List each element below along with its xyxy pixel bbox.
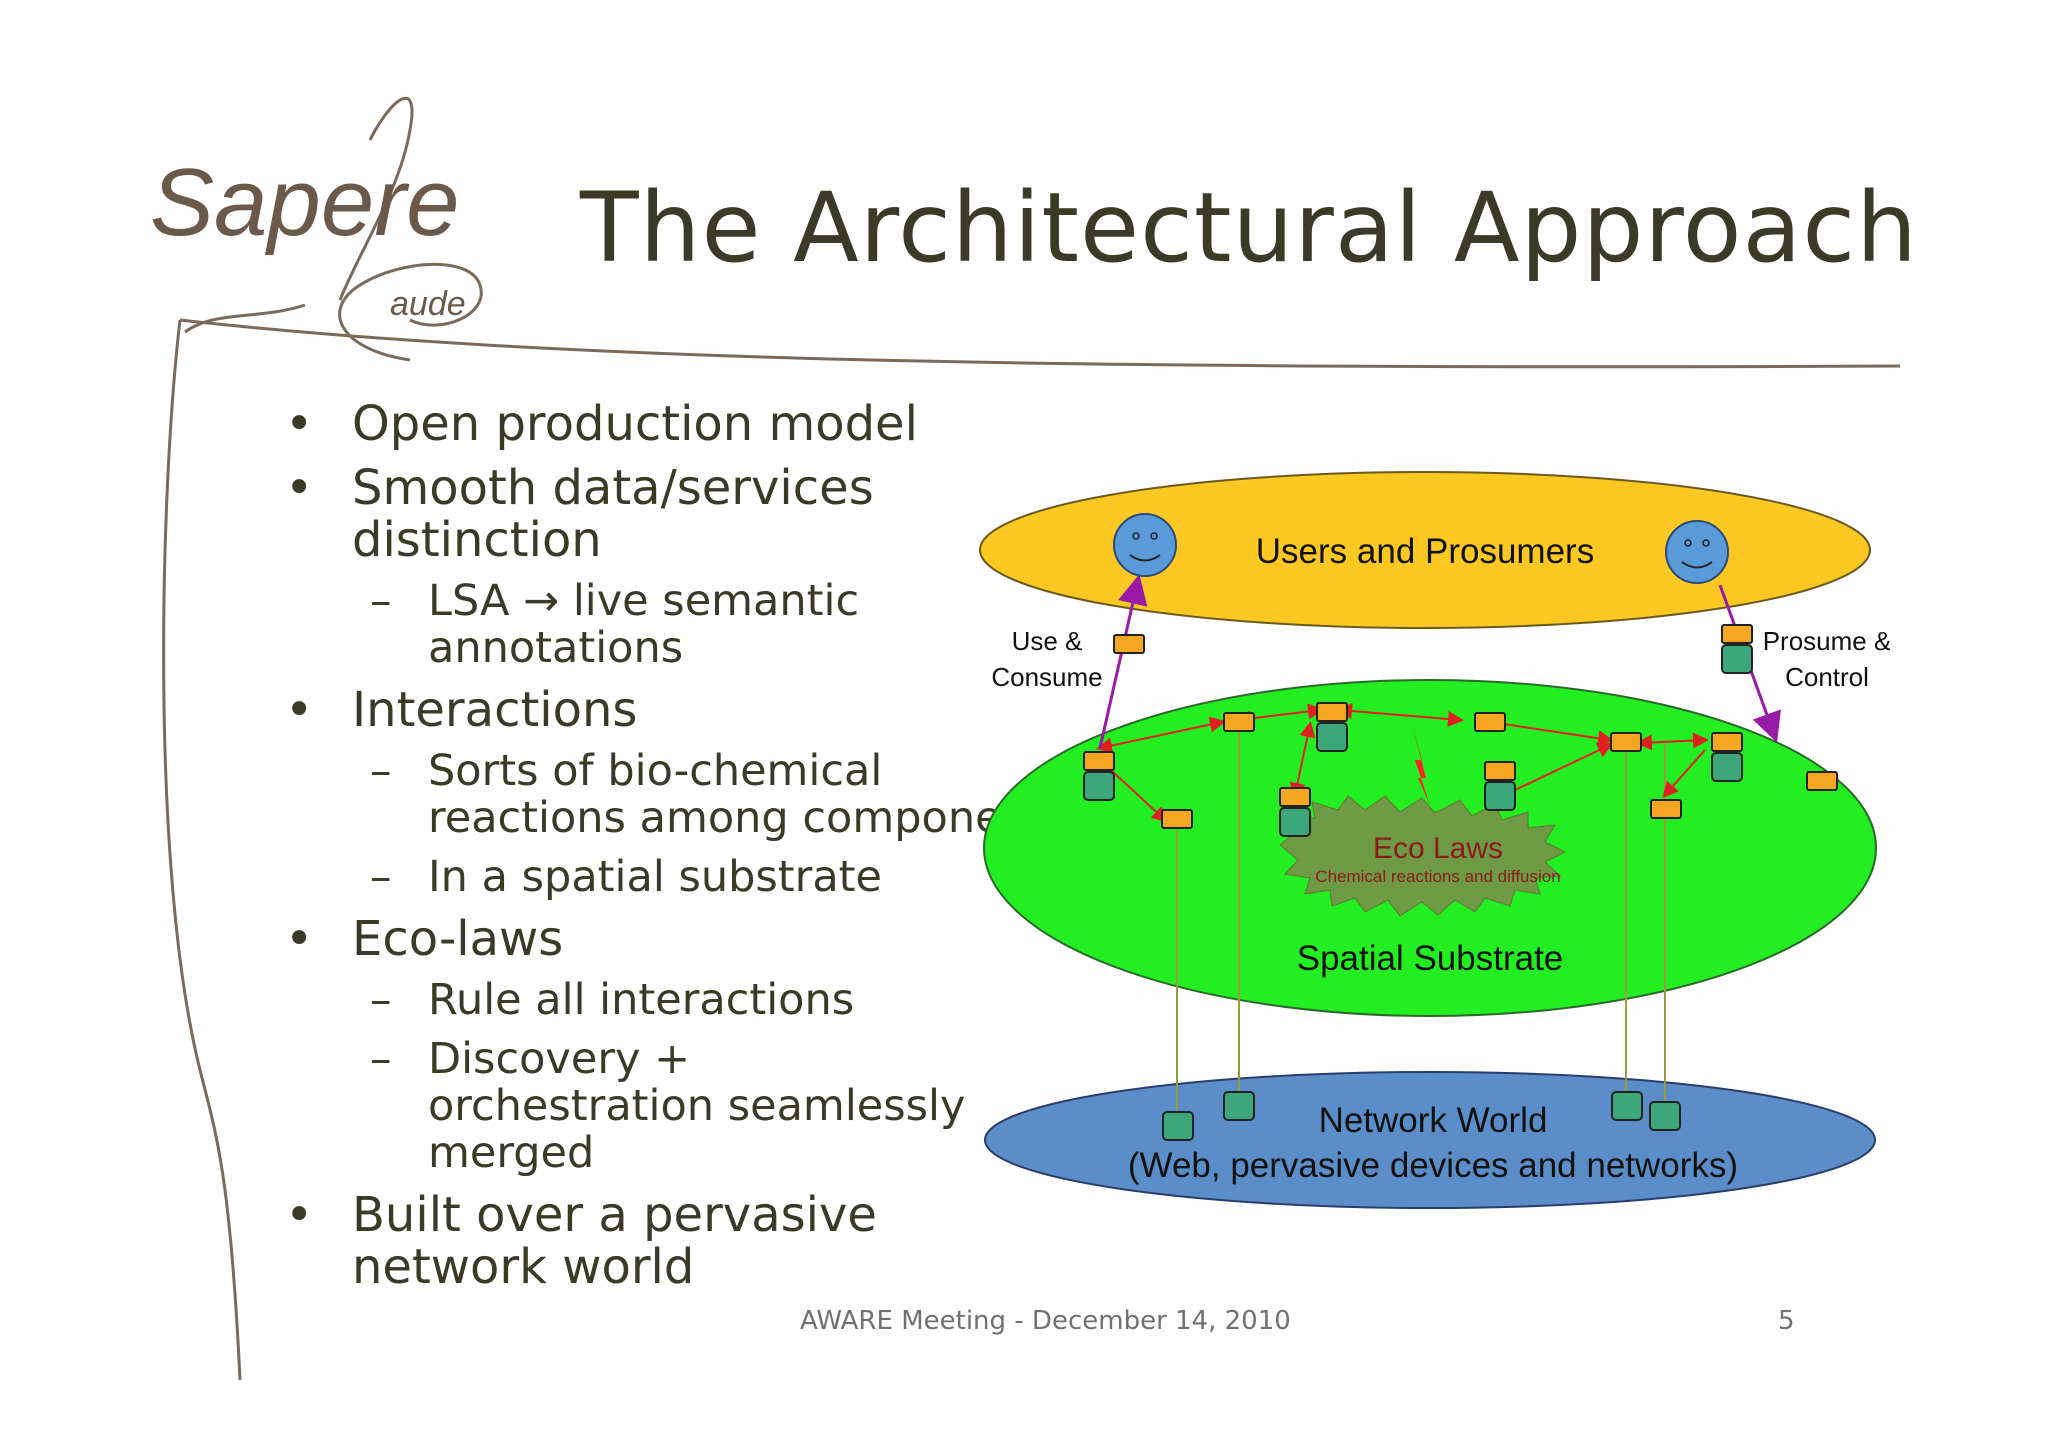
sub-bullet-dash: – [370,852,392,902]
use-consume-arrow [1098,574,1148,749]
logo-aude: aude [390,285,466,323]
users-ellipse [979,471,1871,629]
bullet-text: Interactions [352,682,638,738]
bullet-dot: • [285,911,314,967]
bullet-item: • Open production model [285,398,1065,450]
prosumer-smiley-icon [1665,520,1729,584]
sub-bullet-item: –In a spatial substrate [285,854,1065,901]
logo-horizontal-line [179,318,1901,369]
prosume-label-2: Control [1785,662,1869,692]
bullet-dot: • [285,1187,314,1243]
bullet-dot: • [285,396,314,452]
eco-laws-burst [1279,795,1567,917]
sub-bullet-dash: – [370,576,392,626]
sub-bullet-item: –Rule all interactions [285,977,1065,1024]
bullet-text: In a spatial substrate [428,852,882,902]
network-label-2: (Web, pervasive devices and networks) [1128,1146,1738,1185]
logo-vertical-line [162,319,242,1381]
user-smiley-icon [1113,513,1177,577]
sub-bullet-item: –LSA → live semantic annotations [285,578,948,672]
sub-bullet-item: –Discovery + orchestration seamlessly me… [285,1036,988,1177]
bullet-item: • Built over a pervasive network world [285,1189,1052,1293]
architecture-diagram: Eco Laws Chemical reactions and diffusio… [979,471,1890,1209]
use-consume-label-2: Consume [991,662,1102,692]
logo-sapere: Sapere [150,149,460,256]
sub-bullet-dash: – [370,1034,392,1084]
footer-text: AWARE Meeting - December 14, 2010 [800,1306,1291,1336]
network-world-ellipse [984,1071,1876,1209]
interaction-arrows [1096,703,1709,823]
spatial-label: Spatial Substrate [1297,939,1564,978]
prosume-label-1: Prosume & [1763,626,1890,656]
bullet-list: • Open production model • Smooth data/serv… [285,398,1068,1305]
use-consume-label-1: Use & [1012,626,1083,656]
bullet-text: Rule all interactions [428,975,855,1025]
bullet-text: Built over a pervasive network world [352,1187,877,1295]
bullet-text: Discovery + orchestration seamlessly mer… [428,1034,966,1178]
users-label: Users and Prosumers [1256,532,1594,571]
green-components [1083,644,1753,1141]
bullet-dot: • [285,682,314,738]
bullet-item: • Eco-laws [285,913,1065,965]
logo-stroke-top [338,96,414,301]
bullet-text: Open production model [352,396,918,452]
bullet-text: Smooth data/services distinction [352,460,874,568]
sub-bullet-dash: – [370,975,392,1025]
lightning-bolt-icon [1412,725,1430,805]
orange-components [1083,624,1838,829]
eco-laws-title: Eco Laws [1373,832,1503,865]
sub-bullet-dash: – [370,746,392,796]
bullet-item: • Interactions [285,684,1065,736]
sub-bullet-item: –Sorts of bio-chemical reactions among c… [285,748,1078,842]
slide-title: The Architectural Approach [580,172,1918,284]
bullet-dot: • [285,460,314,516]
eco-laws-subtitle: Chemical reactions and diffusion [1315,867,1560,886]
logo-flourish [184,262,483,362]
sapere-aude-logo: Sapere aude [150,96,1901,1381]
bullet-item: • Smooth data/services distinction [285,462,912,566]
bullet-text: Eco-laws [352,911,564,967]
bullet-text: LSA → live semantic annotations [428,576,860,673]
page-number: 5 [1778,1306,1795,1336]
network-label-1: Network World [1319,1101,1548,1140]
bullet-text: Sorts of bio-chemical reactions among co… [428,746,1069,843]
